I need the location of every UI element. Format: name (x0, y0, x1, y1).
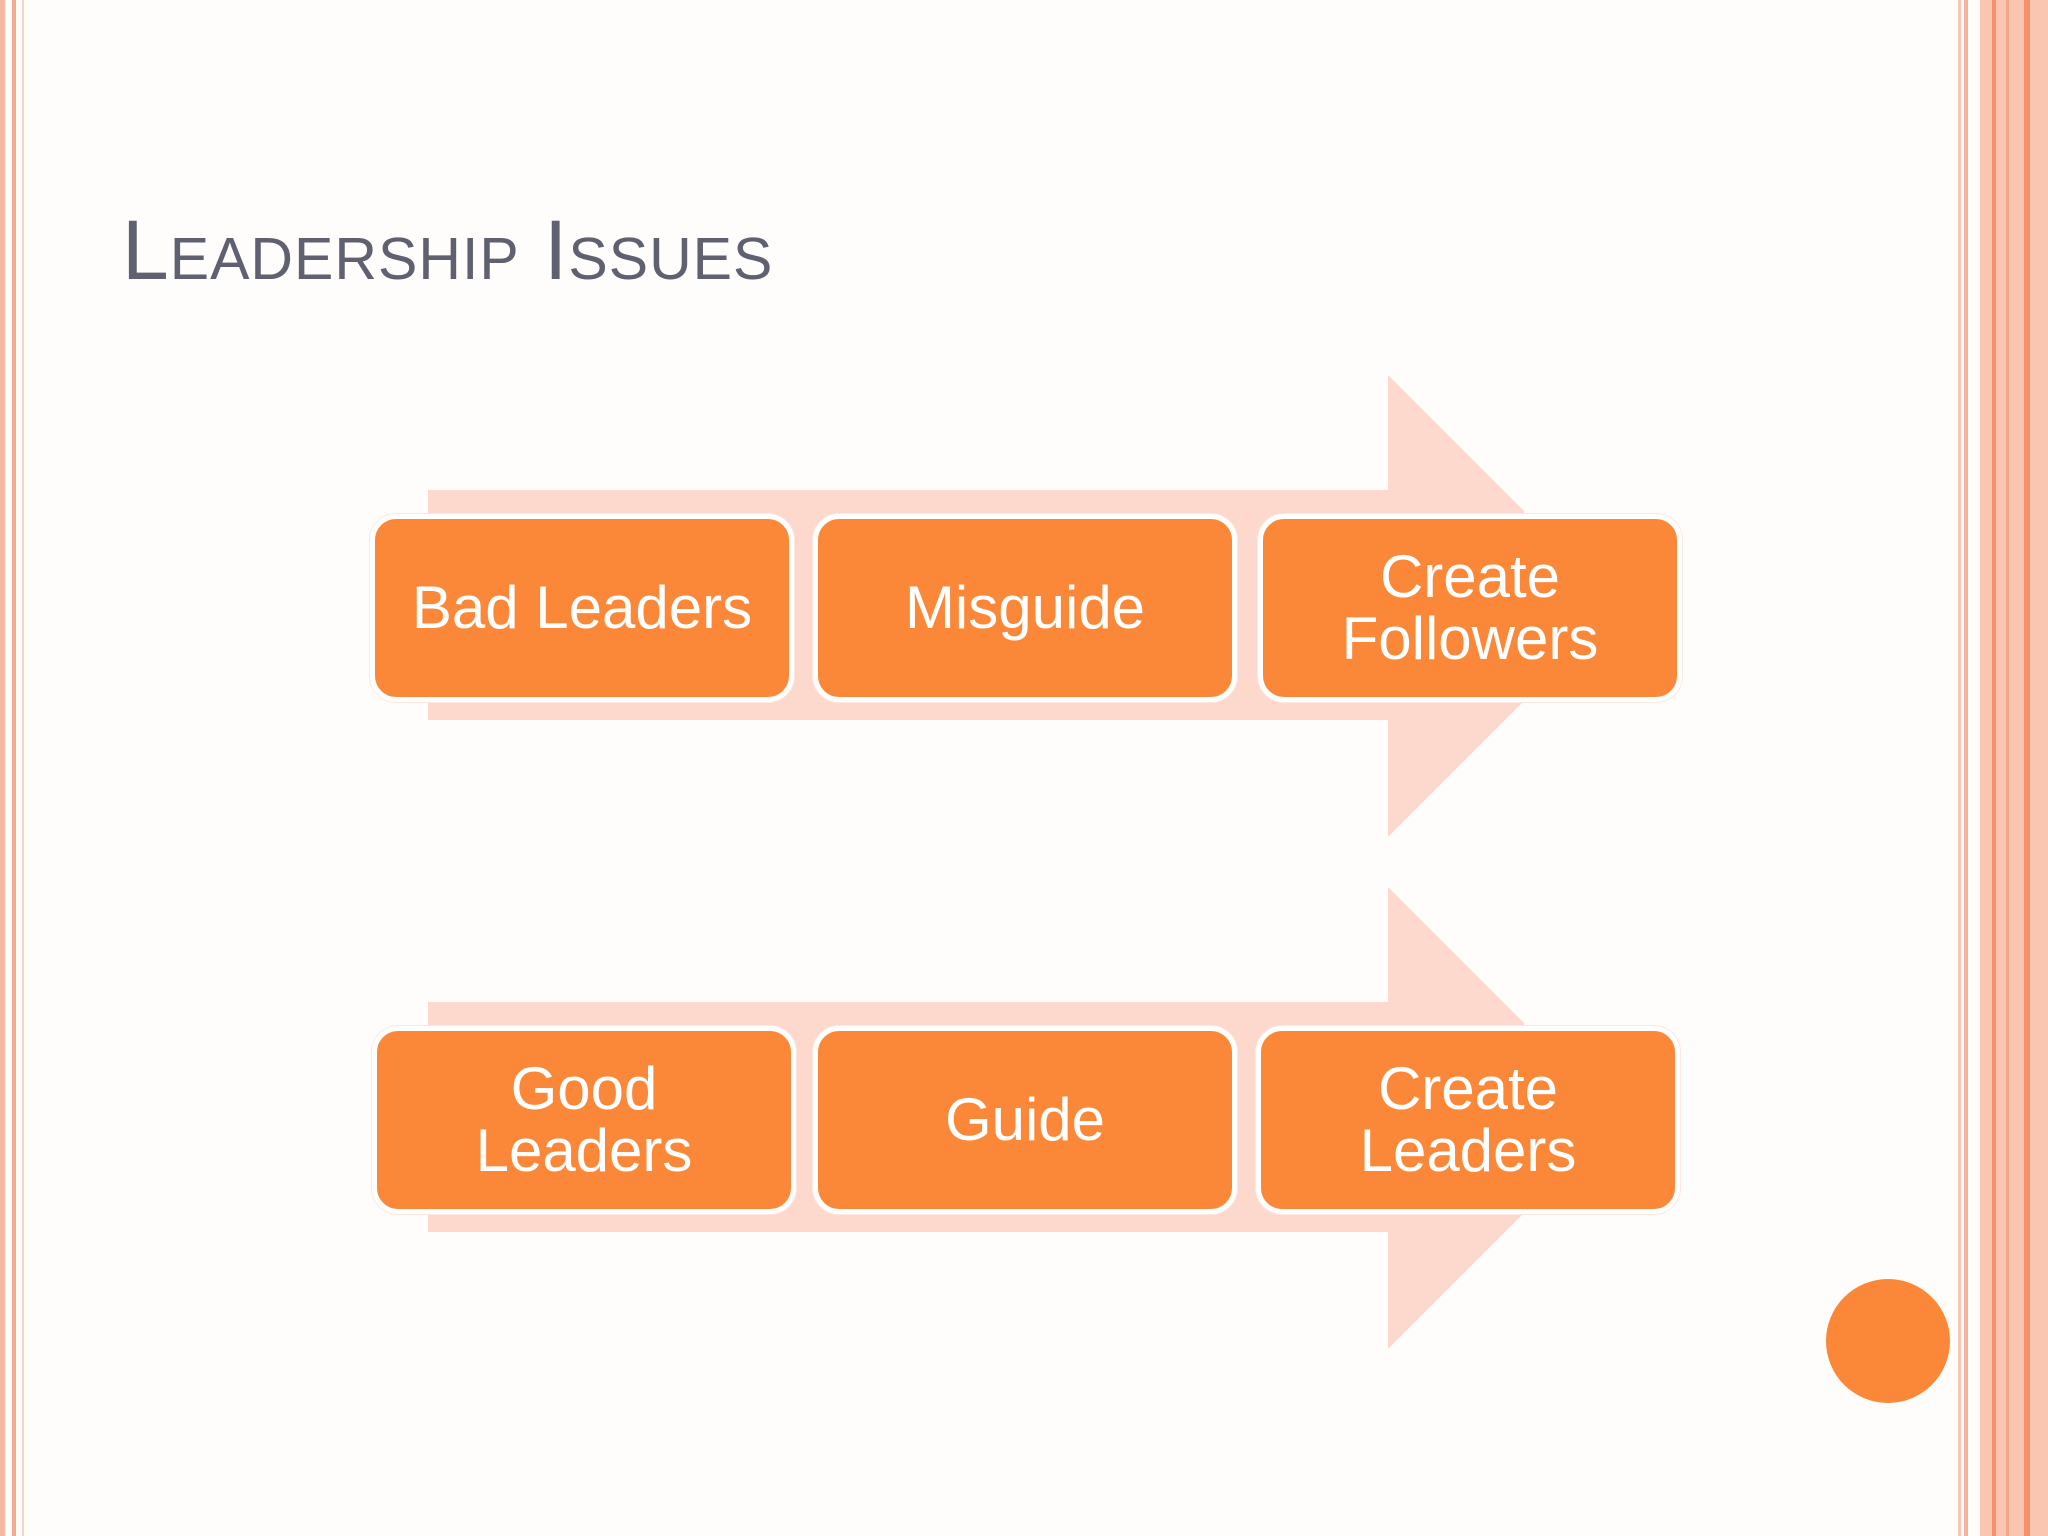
frame-line (1992, 0, 1996, 1536)
frame-line (1964, 0, 1968, 1536)
flow-1-step-1: Bad Leaders (370, 514, 794, 702)
frame-line (1958, 0, 1961, 1536)
frame-line (2006, 0, 2009, 1536)
step-label: Good Leaders (475, 1055, 693, 1184)
flow-2-step-1: Good Leaders (372, 1026, 796, 1214)
flow-1-step-3: Create Followers (1258, 514, 1682, 702)
step-label: Bad Leaders (411, 574, 753, 641)
decorative-circle (1826, 1279, 1950, 1403)
step-label: Create Followers (1341, 543, 1599, 672)
frame-line (22, 0, 24, 1536)
flow-2-step-3: Create Leaders (1256, 1026, 1680, 1214)
frame-line (12, 0, 16, 1536)
flow-1-step-2: Misguide (813, 514, 1237, 702)
slide-title: Leadership Issues (122, 203, 774, 297)
frame-band (1980, 0, 2048, 1536)
frame-line (0, 0, 5, 1536)
frame-line (2024, 0, 2030, 1536)
step-label: Misguide (904, 574, 1146, 641)
step-label: Create Leaders (1359, 1055, 1577, 1184)
flow-2-step-2: Guide (813, 1026, 1237, 1214)
step-label: Guide (944, 1086, 1106, 1153)
